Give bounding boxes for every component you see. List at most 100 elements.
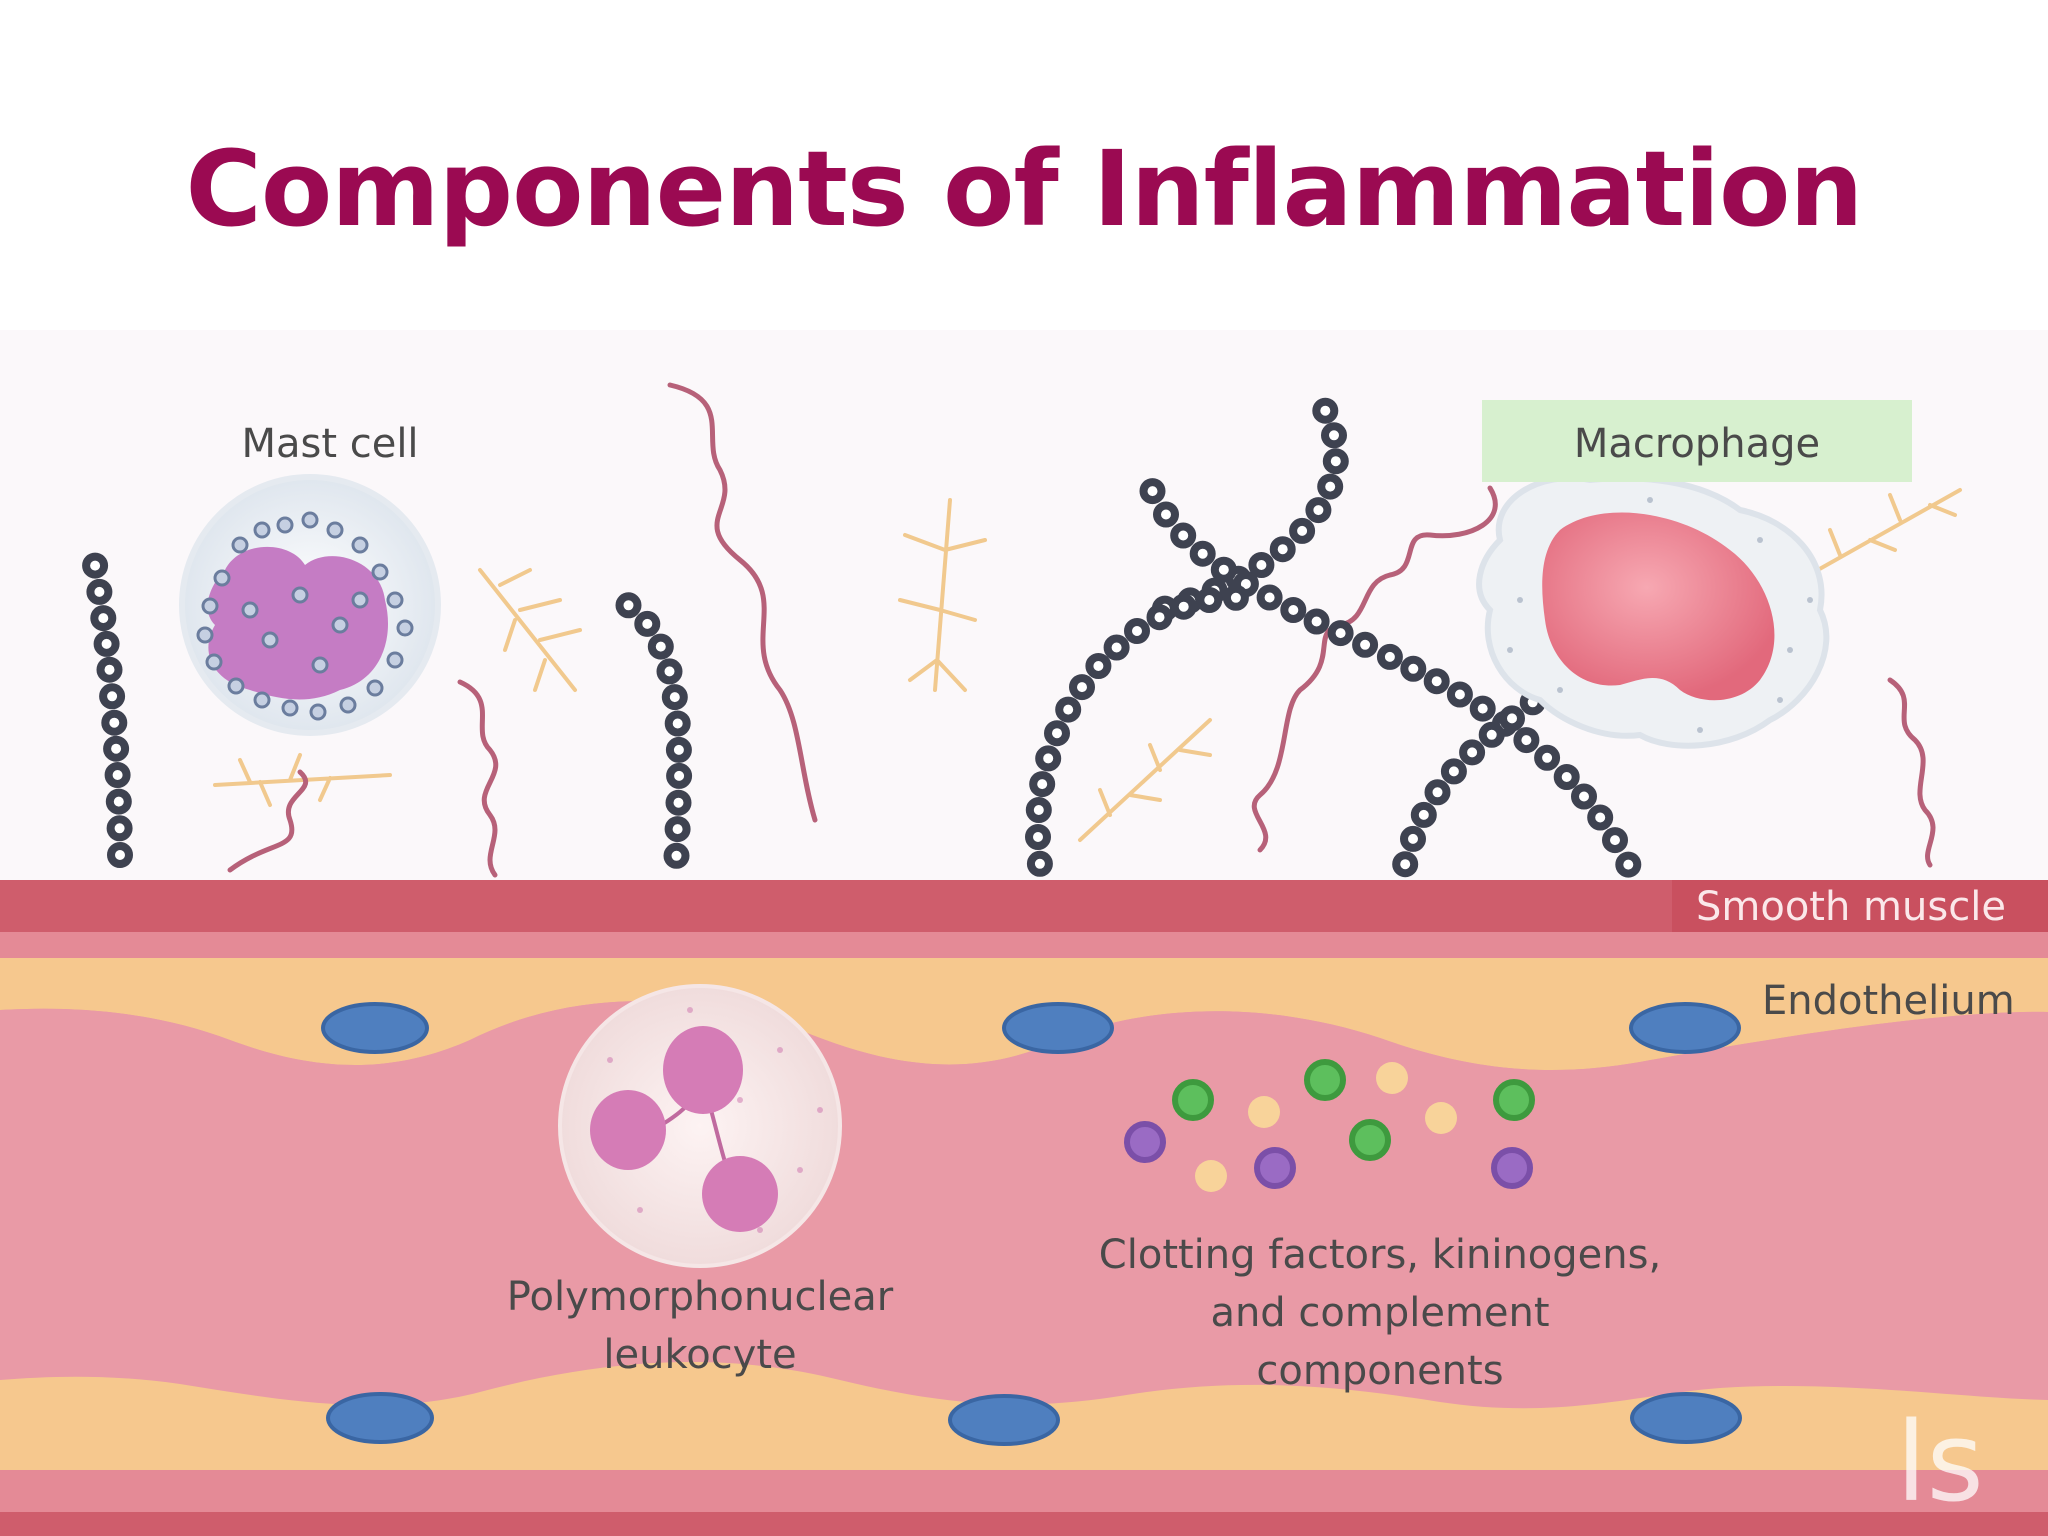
pmn-nucleus-lobe — [663, 1026, 743, 1114]
complement-particle — [1491, 1147, 1533, 1189]
mast-cell-granules — [196, 511, 414, 721]
collagen-fibers — [227, 382, 1936, 878]
clotting-factor-particle — [1304, 1059, 1346, 1101]
blood-vessel: Smooth muscle Endothelium Polymorphonucl… — [0, 880, 2048, 1536]
bead — [1305, 497, 1332, 524]
pmn-label-line2: leukocyte — [603, 1332, 796, 1378]
pmn-nucleus-lobe — [590, 1090, 666, 1170]
bead — [1055, 696, 1082, 723]
bead — [656, 658, 683, 685]
bead — [1303, 608, 1330, 635]
smooth-muscle-label: Smooth muscle — [1696, 884, 2006, 930]
bead — [96, 656, 123, 683]
bead — [86, 578, 113, 605]
bead — [1440, 758, 1467, 785]
plasma-protein-particles — [1124, 1059, 1535, 1192]
bead — [1424, 779, 1451, 806]
bead — [1044, 720, 1070, 747]
plasma-label-line3: components — [1256, 1348, 1503, 1394]
bead — [90, 605, 117, 632]
bead — [1478, 721, 1505, 748]
bead — [1025, 824, 1051, 850]
clotting-factor-particle — [1349, 1119, 1391, 1161]
bead — [1269, 536, 1296, 563]
bead-chain — [82, 552, 133, 868]
pmn-nucleus-lobe — [702, 1156, 778, 1232]
bead — [665, 736, 692, 763]
complement-particle — [1124, 1121, 1166, 1163]
bead — [101, 709, 128, 736]
macrophage-nucleus — [1542, 512, 1775, 701]
bead — [1196, 587, 1223, 613]
bead — [664, 710, 691, 737]
bead — [1513, 727, 1540, 754]
complement-particle — [1254, 1147, 1296, 1189]
kininogen-particle — [1195, 1160, 1227, 1192]
bead — [1025, 797, 1052, 823]
bead — [647, 633, 674, 660]
bead — [1085, 653, 1112, 679]
bead — [1069, 674, 1095, 701]
mast-cell-label: Mast cell — [241, 421, 418, 467]
bead — [1446, 681, 1473, 708]
bead — [99, 683, 126, 710]
bead — [1146, 604, 1173, 631]
plasma-label-line2: and complement — [1210, 1290, 1549, 1336]
bead — [1026, 850, 1053, 877]
endothelium-label: Endothelium — [1762, 978, 2015, 1024]
plasma-label-line1: Clotting factors, kininogens, — [1099, 1232, 1661, 1278]
bead — [1615, 851, 1642, 878]
bead — [1534, 744, 1561, 771]
fibroblast-cells — [213, 488, 1962, 842]
endothelial-nucleus — [948, 1394, 1060, 1446]
mast-cell-nucleus — [207, 546, 388, 700]
bead — [1587, 804, 1614, 831]
bead — [1280, 597, 1307, 623]
bead — [1103, 634, 1130, 661]
bead — [634, 610, 661, 637]
endothelial-nucleus — [326, 1392, 434, 1444]
bead — [665, 789, 692, 816]
kininogen-particle — [1425, 1102, 1457, 1134]
bead — [1170, 522, 1197, 549]
bead — [1153, 501, 1179, 528]
bead — [1602, 827, 1628, 854]
bead — [1170, 593, 1197, 620]
bead — [1322, 448, 1349, 475]
bead — [1376, 643, 1403, 670]
bead — [1139, 478, 1166, 505]
bead — [1571, 783, 1597, 810]
bead — [1423, 668, 1450, 695]
bead — [1256, 584, 1283, 611]
mast-cell — [179, 474, 441, 736]
bead — [1499, 705, 1525, 732]
bead — [1400, 825, 1426, 852]
macrophage-label: Macrophage — [1574, 421, 1820, 467]
bead — [1035, 745, 1062, 772]
clotting-factor-particle — [1493, 1079, 1535, 1121]
bead-chain — [1139, 478, 1642, 878]
bead — [82, 552, 109, 579]
bead — [1029, 771, 1056, 798]
bead — [105, 788, 132, 815]
bead — [1317, 473, 1344, 500]
bead — [1210, 556, 1237, 583]
kininogen-particle — [1376, 1062, 1408, 1094]
bead — [106, 815, 133, 842]
bead — [1124, 618, 1150, 644]
bead — [104, 762, 131, 788]
bead — [1392, 851, 1419, 878]
bead — [1469, 695, 1496, 722]
bead — [1459, 739, 1486, 766]
slide-title: Components of Inflammation — [185, 128, 1864, 250]
bead — [663, 842, 690, 869]
bead — [1410, 801, 1437, 828]
bead — [1321, 422, 1347, 449]
bead — [1327, 620, 1354, 647]
lumen — [0, 1001, 2048, 1409]
pmn-label-line1: Polymorphonuclear — [507, 1274, 894, 1320]
bead — [1312, 397, 1339, 424]
endothelial-nucleus — [1629, 1002, 1741, 1054]
polymorphonuclear-leukocyte — [558, 984, 842, 1268]
clotting-factor-particle — [1172, 1079, 1214, 1121]
